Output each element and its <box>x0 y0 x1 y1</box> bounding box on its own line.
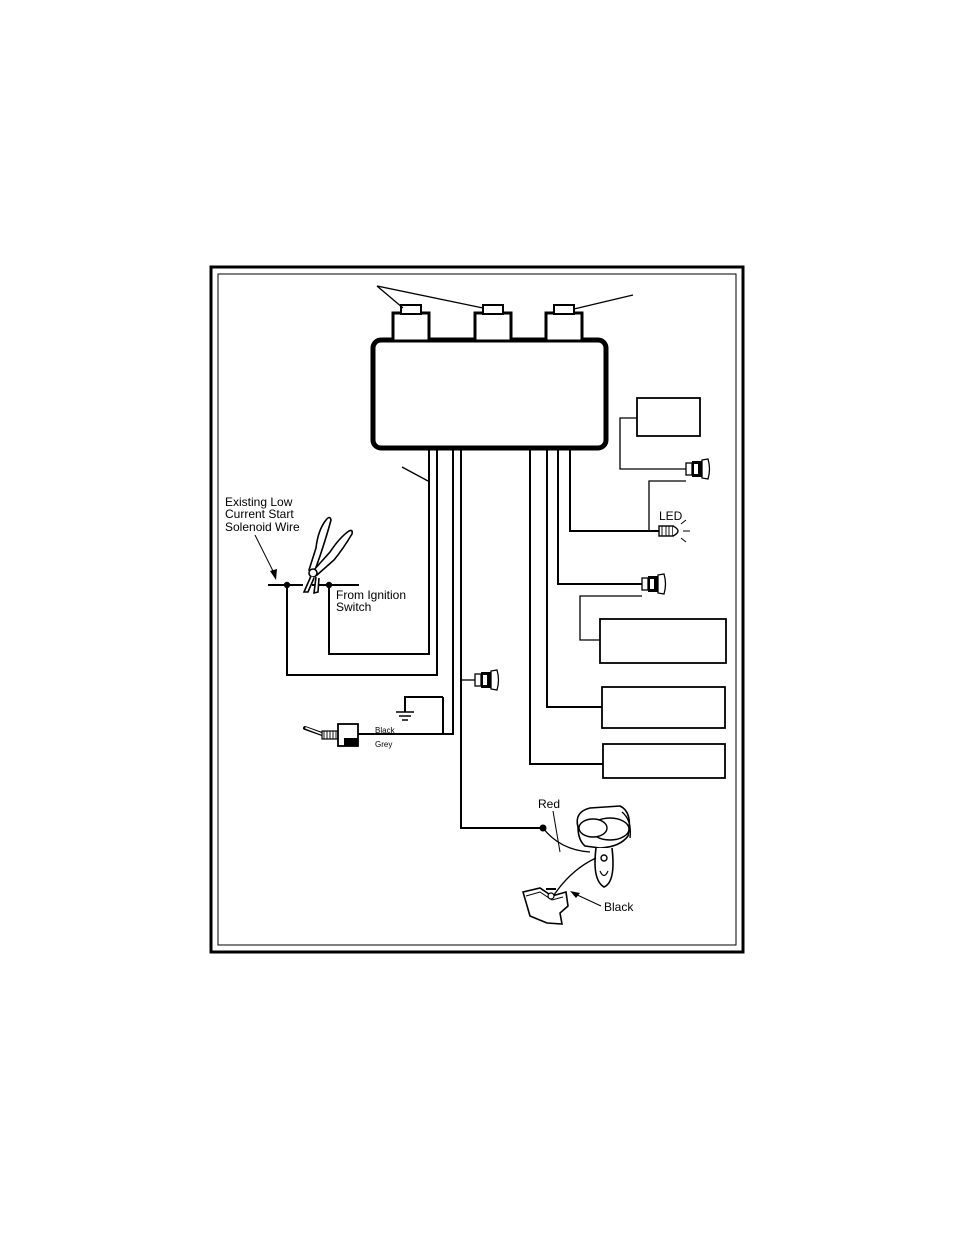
component-box-3 <box>602 743 726 779</box>
solenoid-leader-line <box>254 534 275 574</box>
solenoid-label-line2: Current Start <box>225 507 294 521</box>
top-connector-right <box>544 304 584 343</box>
top-connector-middle <box>473 304 513 343</box>
top-leader-lines <box>376 285 634 310</box>
ignition-label-line2: Switch <box>336 600 371 614</box>
ground-symbol-icon <box>368 696 444 735</box>
ground-bracket-icon <box>521 887 569 925</box>
switch-grey-label: Grey <box>375 740 392 749</box>
toggle-switch-icon <box>303 723 359 747</box>
hood-pin-switch-icon <box>539 805 632 899</box>
led-label: LED <box>659 509 683 523</box>
module-leader-line <box>401 466 429 482</box>
solenoid-wire <box>268 581 359 589</box>
top-connector-left <box>391 304 431 343</box>
led-bulb-icon <box>658 519 690 543</box>
black-leader-arrow <box>570 891 580 898</box>
inner-frame <box>217 273 737 946</box>
outer-frame <box>209 265 745 954</box>
component-box-2 <box>601 686 726 729</box>
solenoid-label-line3: Solenoid Wire <box>225 520 300 534</box>
red-leader-line <box>552 810 561 853</box>
ignition-label-line1: From Ignition <box>336 588 406 602</box>
switch-black-label: Black <box>375 726 396 735</box>
connector-plug-left-icon <box>461 669 500 691</box>
solenoid-label-line1: Existing Low <box>225 495 293 509</box>
control-module <box>370 337 609 451</box>
wire-cutter-pliers-icon <box>302 516 353 595</box>
solenoid-leader-arrow <box>270 569 277 580</box>
component-box-1 <box>599 618 727 664</box>
connector-plug-mid-right-icon <box>579 573 667 641</box>
red-label: Red <box>538 797 560 811</box>
component-box-top <box>636 397 701 437</box>
black-label: Black <box>604 900 634 914</box>
connector-plug-top-right-icon <box>619 417 711 530</box>
